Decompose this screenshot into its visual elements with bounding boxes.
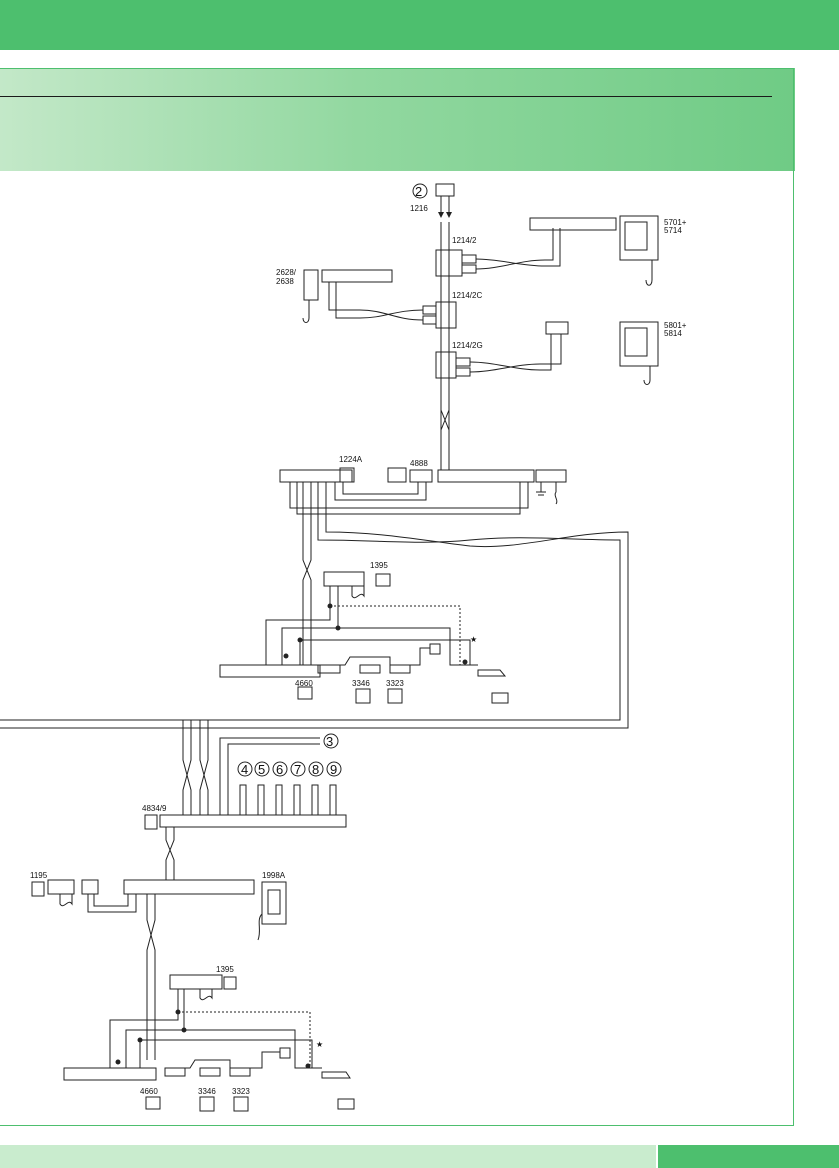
code-1195: 1195	[30, 871, 48, 880]
code-4888: 4888	[410, 459, 428, 468]
terminal-block-4834	[159, 814, 347, 828]
splitter-1214-2c	[435, 301, 457, 329]
terminal-block-left	[279, 469, 353, 483]
ref-label-6: 6	[276, 762, 283, 777]
code-1395-upper: 1395	[370, 561, 388, 570]
ref-label-2: 2	[415, 184, 422, 199]
code-5814: 5814	[664, 329, 682, 338]
device-1195	[31, 881, 45, 897]
code-2628: 2628/	[276, 268, 297, 277]
code-4660-upper: 4660	[295, 679, 313, 688]
device-3323-upper	[387, 688, 403, 704]
entrance-panel-lower	[63, 974, 355, 1112]
device-4660-lower	[145, 1096, 161, 1110]
footer-band-accent	[658, 1145, 839, 1168]
footer-band	[0, 1145, 656, 1168]
ref-label-9: 9	[330, 762, 337, 777]
main-distribution	[0, 467, 629, 729]
code-4660-lower: 4660	[140, 1087, 158, 1096]
terminal-block-5701	[529, 217, 617, 231]
code-4834-9: 4834/9	[142, 804, 167, 813]
header-rule	[0, 96, 772, 97]
code-5701: 5701+	[664, 218, 687, 227]
device-1395-upper	[375, 573, 391, 587]
header-panel	[0, 68, 795, 171]
terminal-block-2628	[321, 269, 393, 283]
monitor-5801	[619, 321, 659, 367]
ref-label-5: 5	[258, 762, 265, 777]
device-3346-lower	[199, 1096, 215, 1112]
device-4660-upper	[297, 686, 313, 700]
terminal-block-1395-lower	[169, 974, 223, 990]
code-1395-lower: 1395	[216, 965, 234, 974]
device-1224a	[339, 467, 355, 483]
switchboard-1998a	[31, 879, 287, 1060]
code-5714: 5714	[664, 226, 682, 235]
ref-label-3: 3	[326, 734, 333, 749]
code-5801: 5801+	[664, 321, 687, 330]
monitor-5701	[619, 215, 659, 261]
device-3323-lower	[233, 1096, 249, 1112]
code-3323-upper: 3323	[386, 679, 404, 688]
terminal-block-1216	[435, 183, 455, 197]
star-lower: ★	[316, 1040, 323, 1049]
terminal-block-4660-lower	[63, 1067, 157, 1081]
terminal-block-5801	[545, 321, 569, 335]
device-4888	[387, 467, 407, 483]
entrance-panel-upper	[219, 571, 509, 704]
device-4834	[144, 814, 158, 830]
code-1216: 1216	[410, 204, 428, 213]
code-1214-2g: 1214/2G	[452, 341, 483, 350]
terminal-block-1998a	[123, 879, 255, 895]
code-3346-upper: 3346	[352, 679, 370, 688]
ref-circle-3	[323, 733, 339, 749]
top-riser	[302, 183, 659, 470]
star-upper: ★	[470, 635, 477, 644]
device-3346-upper	[355, 688, 371, 704]
terminal-block-power	[535, 469, 567, 483]
device-1395-lower	[223, 976, 237, 990]
code-1998a: 1998A	[262, 871, 286, 880]
handset-2628	[303, 269, 319, 301]
ref-label-7: 7	[294, 762, 301, 777]
code-1214-2: 1214/2	[452, 236, 477, 245]
terminal-block-center	[437, 469, 535, 483]
distributor-4834	[144, 720, 347, 880]
terminal-block-1395-upper	[323, 571, 365, 587]
code-1214-2c: 1214/2C	[452, 291, 482, 300]
splitter-1214-2g	[435, 351, 457, 379]
code-3323-lower: 3323	[232, 1087, 250, 1096]
code-1224a: 1224A	[339, 455, 363, 464]
terminal-block-4660-upper	[219, 664, 321, 678]
ref-label-8: 8	[312, 762, 319, 777]
code-2638: 2638	[276, 277, 294, 286]
top-color-band	[0, 0, 839, 50]
page-frame	[0, 68, 794, 1126]
ref-circle-2	[412, 183, 428, 199]
ref-label-4: 4	[241, 762, 248, 777]
code-3346-lower: 3346	[198, 1087, 216, 1096]
zone-resistors	[239, 784, 337, 815]
diagram-labels: 2 1216 1214/2 1214/2C 1214/2G 5701+ 5714…	[30, 184, 687, 1096]
switchboard-1998a	[261, 881, 287, 925]
